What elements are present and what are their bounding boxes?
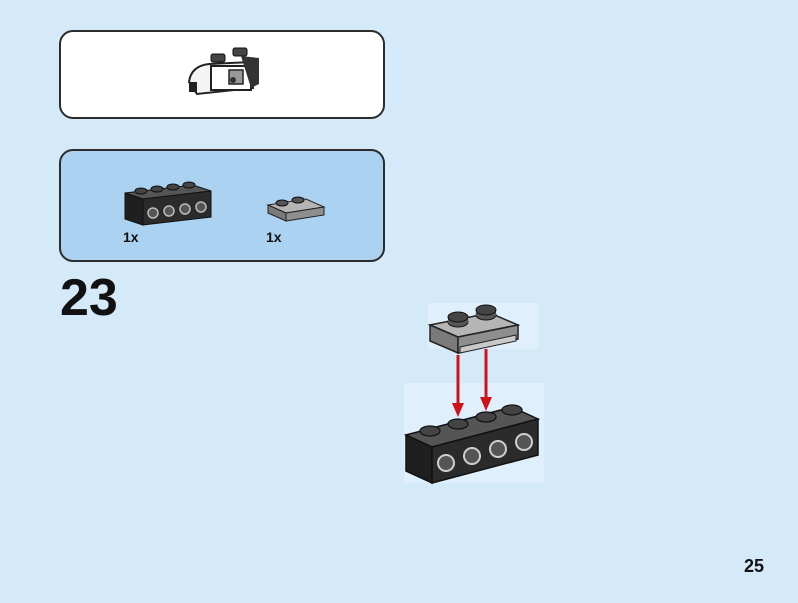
page-number: 25 (744, 556, 765, 576)
plate-1x2-with-rail-icon (427, 304, 521, 355)
brick-1x4-with-studs-on-side-icon (124, 181, 212, 226)
part-quantity: 1x (266, 229, 282, 245)
part-quantity: 1x (123, 229, 139, 245)
placement-arrows (452, 349, 492, 417)
submodel-callout (59, 30, 385, 119)
brick-1x4-with-studs-on-side-icon (403, 404, 541, 485)
step-number: 23 (60, 269, 118, 327)
plate-1x2-with-rail-icon (266, 196, 326, 222)
assembly-illustration (403, 303, 544, 485)
submodel-icon (187, 47, 259, 96)
parts-list-panel: 1x 1x (59, 149, 385, 262)
